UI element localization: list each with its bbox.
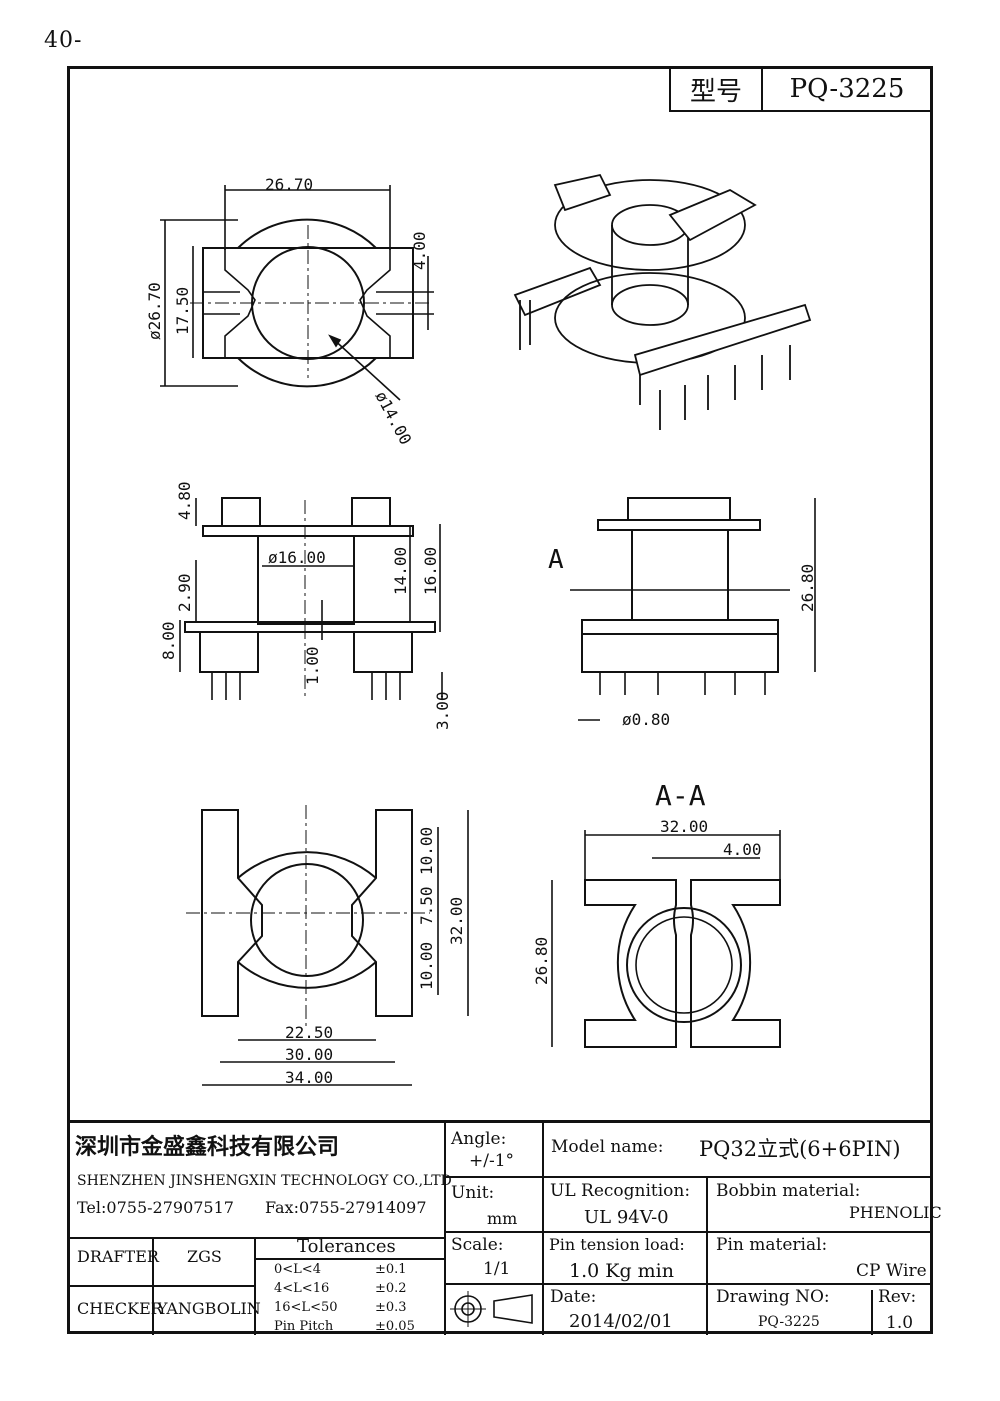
dim-u-gap-value: 4.00 xyxy=(723,840,762,859)
unit-label: Unit: xyxy=(451,1183,495,1203)
dim-d-value: ø14.00 xyxy=(371,388,415,448)
top-view xyxy=(160,185,434,401)
date-value: 2014/02/01 xyxy=(569,1311,673,1332)
company-tel: Tel:0755-27907517 xyxy=(77,1198,234,1217)
tolerance-value: ±0.1 xyxy=(375,1262,407,1277)
dim-j-value: 16.00 xyxy=(421,547,440,595)
dim-k-value: 3.00 xyxy=(433,691,452,730)
dim-f-value: 2.90 xyxy=(175,573,194,612)
tolerance-range: 4<L<16 xyxy=(274,1281,330,1296)
dim-l-value: 26.80 xyxy=(798,564,817,612)
dim-base-value: 1.00 xyxy=(303,646,322,685)
front-view xyxy=(179,497,443,700)
drafter-label: DRAFTER xyxy=(77,1247,159,1266)
dim-i-value: 14.00 xyxy=(391,547,410,595)
tolerance-ranges: 0<L<4 4<L<16 16<L<50 Pin Pitch xyxy=(274,1260,338,1336)
pin-material-value: CP Wire xyxy=(856,1261,927,1281)
dim-a-value: 26.70 xyxy=(265,175,313,194)
company-name-cn: 深圳市金盛鑫科技有限公司 xyxy=(75,1134,340,1160)
model-box: 型号 PQ-3225 xyxy=(669,68,931,112)
dim-v-value: 26.80 xyxy=(532,937,551,985)
tolerance-value: ±0.05 xyxy=(375,1319,415,1334)
drawing-no-label: Drawing NO: xyxy=(716,1287,830,1307)
drawing-no-value: PQ-3225 xyxy=(758,1314,820,1330)
date-label: Date: xyxy=(550,1287,597,1307)
scale-label: Scale: xyxy=(451,1235,504,1255)
section-title: A-A xyxy=(655,779,706,812)
dim-slot-value: 4.00 xyxy=(410,231,429,270)
tolerance-values: ±0.1 ±0.2 ±0.3 ±0.05 xyxy=(375,1260,415,1336)
model-name-label: Model name: xyxy=(551,1137,664,1157)
scale-value: 1/1 xyxy=(483,1259,511,1279)
isometric-view xyxy=(513,173,812,430)
model-name-value: PQ32立式(6+6PIN) xyxy=(699,1137,901,1161)
tolerance-value: ±0.3 xyxy=(375,1300,407,1315)
title-block: 深圳市金盛鑫科技有限公司 SHENZHEN JINSHENGXIN TECHNO… xyxy=(69,1120,942,1336)
dim-s-value: 30.00 xyxy=(285,1045,333,1064)
pin-material-label: Pin material: xyxy=(716,1235,828,1255)
ul-value: UL 94V-0 xyxy=(584,1207,669,1228)
ul-label: UL Recognition: xyxy=(550,1181,691,1201)
dim-b-value: ø26.70 xyxy=(145,282,164,340)
unit-value: mm xyxy=(487,1209,518,1228)
model-label: 型号 xyxy=(671,68,763,110)
dim-q-value: 32.00 xyxy=(447,897,466,945)
section-view xyxy=(551,830,781,1048)
drawing-frame xyxy=(67,66,933,1334)
tolerance-range: 0<L<4 xyxy=(274,1262,321,1277)
dim-u-value: 32.00 xyxy=(660,817,708,836)
bobbin-material-value: PHENOLIC xyxy=(849,1203,942,1222)
company-fax: Fax:0755-27914097 xyxy=(265,1198,427,1217)
tolerance-range: 16<L<50 xyxy=(274,1300,338,1315)
dim-e-value: 4.80 xyxy=(175,481,194,520)
angle-label: Angle: xyxy=(451,1129,507,1149)
model-value: PQ-3225 xyxy=(789,74,905,104)
bobbin-material-label: Bobbin material: xyxy=(716,1181,861,1201)
page-number: 40- xyxy=(44,28,83,53)
rev-label: Rev: xyxy=(878,1287,917,1307)
checker-label: CHECKER xyxy=(77,1299,163,1318)
side-view xyxy=(570,497,816,721)
dim-r-value: 22.50 xyxy=(285,1023,333,1042)
tolerance-range: Pin Pitch xyxy=(274,1319,334,1334)
dim-p-value: 10.00 xyxy=(417,942,436,990)
dim-t-value: 34.00 xyxy=(285,1068,333,1087)
dim-m-value: ø0.80 xyxy=(622,710,670,729)
bottom-view xyxy=(186,805,469,1086)
tolerances-title: Tolerances xyxy=(297,1236,396,1257)
dim-n-value: 10.00 xyxy=(417,827,436,875)
dim-h-value: ø16.00 xyxy=(268,548,326,567)
section-marker: A xyxy=(548,545,564,575)
pin-tension-label: Pin tension load: xyxy=(549,1235,685,1254)
tolerance-value: ±0.2 xyxy=(375,1281,407,1296)
dim-o-value: 7.50 xyxy=(417,886,436,925)
checker-name: YANGBOLIN xyxy=(157,1299,261,1318)
rev-value: 1.0 xyxy=(886,1313,914,1333)
angle-value: +/-1° xyxy=(469,1151,515,1171)
company-name-en: SHENZHEN JINSHENGXIN TECHNOLOGY CO.,LTD xyxy=(77,1173,452,1189)
drafter-name: ZGS xyxy=(187,1247,222,1266)
projection-symbol-icon xyxy=(450,1291,533,1327)
dim-g-value: 8.00 xyxy=(159,621,178,660)
pin-tension-value: 1.0 Kg min xyxy=(569,1260,674,1282)
dim-c-value: 17.50 xyxy=(173,287,192,335)
